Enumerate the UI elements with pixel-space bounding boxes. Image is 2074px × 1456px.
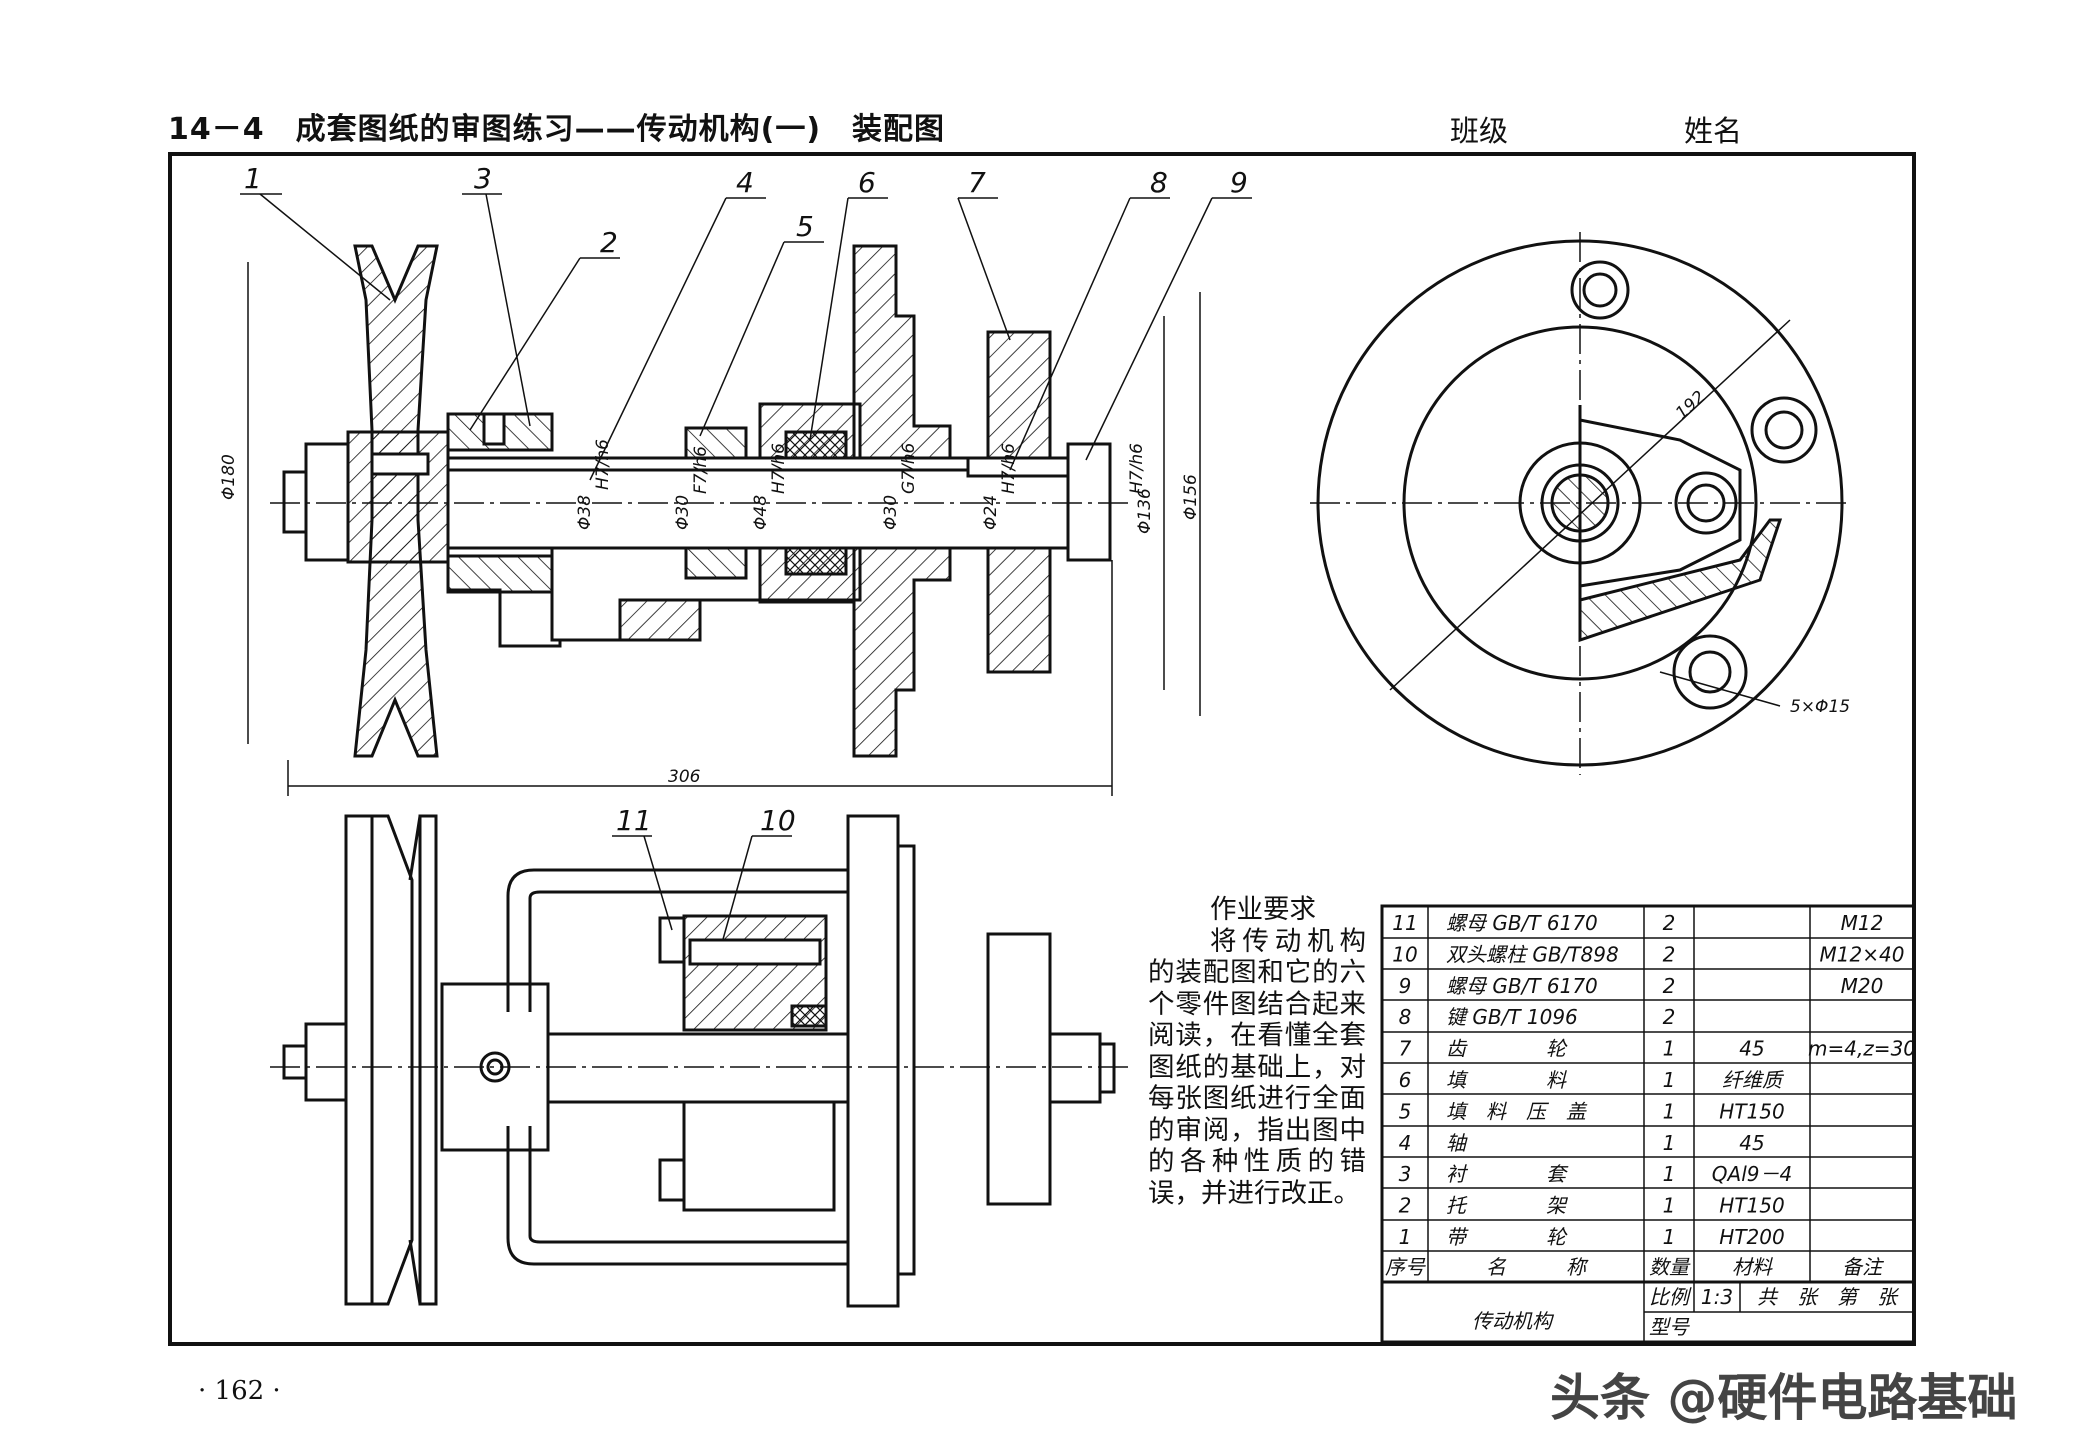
bom-row-name: 键 GB/T 1096: [1446, 1005, 1578, 1029]
leader-7: 7: [968, 166, 986, 199]
bom-row-name: 填 料: [1446, 1068, 1567, 1092]
assignment-requirements: 作业要求 将传动机构的装配图和它的六个零件图结合起来阅读，在看懂全套图纸的基础上…: [1148, 894, 1366, 1209]
dim-phi136: Φ136: [1135, 488, 1155, 534]
title-block-name: 传动机构: [1472, 1309, 1555, 1333]
dim-phi136-fit: H7/h6: [1127, 443, 1147, 494]
name-label: 姓名: [1684, 114, 1743, 148]
bom-header-no: 序号: [1385, 1255, 1426, 1279]
bom-row-material: HT150: [1719, 1194, 1784, 1218]
dim-phi30b: Φ30: [881, 495, 901, 530]
leader-2: 2: [600, 226, 618, 259]
dim-phi30a: Φ30: [673, 495, 693, 530]
bom-row-name: 双头螺柱 GB/T898: [1446, 942, 1619, 966]
bom-row-material: HT200: [1719, 1225, 1784, 1249]
leader-5: 5: [796, 210, 814, 243]
bom-header-qty: 数量: [1649, 1255, 1691, 1279]
bom-row-name: 带 轮: [1446, 1225, 1568, 1249]
watermark: 头条 @硬件电路基础: [1550, 1369, 2018, 1427]
bom-row-qty: 1: [1663, 1099, 1676, 1123]
dim-phi38-fit: H7/h6: [593, 439, 613, 490]
dim-r192: 192: [1672, 387, 1710, 424]
leader-10: 10: [760, 804, 796, 837]
dim-phi180: Φ180: [219, 454, 239, 500]
bom-row-no: 8: [1399, 1005, 1412, 1029]
top-view: [270, 814, 1130, 1308]
bom-row-note: M12×40: [1820, 942, 1905, 966]
dim-phi30b-fit: G7/h6: [899, 443, 919, 494]
bom-header-material: 材料: [1732, 1255, 1773, 1279]
front-section-view: [270, 244, 1130, 758]
bom-row-material: 45: [1739, 1131, 1764, 1155]
page-number: · 162 ·: [198, 1376, 281, 1406]
bom-row-material: 45: [1739, 1037, 1764, 1061]
dim-phi24: Φ24: [981, 495, 1001, 530]
bom-row-material: QAl9－4: [1712, 1162, 1792, 1186]
bom-row-name: 螺母 GB/T 6170: [1446, 974, 1598, 998]
bom-row-no: 3: [1399, 1162, 1412, 1186]
bom-row-no: 5: [1399, 1099, 1412, 1123]
front-dimensions: [247, 262, 1201, 796]
bom-row-qty: 1: [1663, 1068, 1676, 1092]
title-block-sheets: 共 张 第 张: [1757, 1285, 1900, 1309]
dim-phi156: Φ156: [1181, 474, 1201, 520]
part-leaders: [240, 193, 1252, 951]
title-block-scale-label: 比例: [1649, 1285, 1692, 1309]
bom-row-no: 1: [1399, 1225, 1412, 1249]
requirement-body: 将传动机构的装配图和它的六个零件图结合起来阅读，在看懂全套图纸的基础上，对每张图…: [1148, 925, 1366, 1209]
leader-8: 8: [1150, 166, 1168, 199]
leader-6: 6: [858, 166, 876, 199]
bom-header-name: 名 称: [1486, 1255, 1589, 1279]
bom-row-no: 7: [1399, 1037, 1412, 1061]
bom-row-qty: 1: [1663, 1225, 1676, 1249]
dim-phi30a-fit: F7/h6: [691, 446, 711, 494]
bom-row-material: HT150: [1719, 1099, 1784, 1123]
bom-row-no: 10: [1392, 942, 1417, 966]
bom-row-no: 6: [1399, 1068, 1412, 1092]
title-block-scale-value: 1:3: [1701, 1285, 1733, 1309]
dim-phi48: Φ48: [751, 495, 771, 530]
bom-row-no: 4: [1399, 1131, 1412, 1155]
leader-11: 11: [616, 804, 652, 837]
dim-phi48-fit: H7/h6: [769, 443, 789, 494]
bom-row-name: 填 料 压 盖: [1446, 1099, 1588, 1123]
bom-row-name: 螺母 GB/T 6170: [1446, 911, 1598, 935]
bom-row-qty: 2: [1663, 1005, 1676, 1029]
leader-3: 3: [474, 162, 492, 195]
bom-row-note: M12: [1841, 911, 1884, 935]
bom-row-note: m=4,z=30: [1808, 1037, 1916, 1061]
bom-row-note: M20: [1841, 974, 1884, 998]
dim-length-306: 306: [668, 767, 701, 787]
drawing-frame: [168, 152, 1916, 1346]
page-title: 14－4 成套图纸的审图练习——传动机构(一) 装配图: [168, 112, 946, 147]
bom-row-qty: 2: [1663, 942, 1676, 966]
bom-header-note: 备注: [1842, 1255, 1885, 1279]
side-view: [1310, 232, 1850, 775]
bom-row-qty: 2: [1663, 911, 1676, 935]
dim-phi24-fit: H7/h6: [999, 443, 1019, 494]
bom-row-name: 衬 套: [1446, 1162, 1569, 1186]
bom-row-qty: 1: [1663, 1037, 1676, 1061]
bom-row-qty: 1: [1663, 1194, 1676, 1218]
bom-row-qty: 2: [1663, 974, 1676, 998]
dim-phi38: Φ38: [575, 495, 595, 530]
bom-row-name: 托 架: [1446, 1194, 1569, 1218]
bom-row-qty: 1: [1663, 1162, 1676, 1186]
bom-row-name: 齿 轮: [1446, 1037, 1568, 1061]
requirement-title: 作业要求: [1210, 894, 1316, 925]
bom-row-no: 11: [1392, 911, 1417, 935]
bom-row-no: 2: [1399, 1194, 1412, 1218]
leader-9: 9: [1230, 166, 1248, 199]
bom-row-no: 9: [1399, 974, 1412, 998]
title-block-model-label: 型号: [1649, 1315, 1690, 1339]
dim-holes: 5×Φ15: [1790, 697, 1850, 717]
leader-4: 4: [736, 166, 754, 199]
bom-row-material: 纤维质: [1722, 1068, 1785, 1092]
bom-table: [1380, 904, 1916, 1344]
leader-1: 1: [244, 162, 262, 195]
bom-row-name: 轴: [1446, 1131, 1468, 1155]
class-label: 班级: [1450, 114, 1509, 148]
bom-row-qty: 1: [1663, 1131, 1676, 1155]
